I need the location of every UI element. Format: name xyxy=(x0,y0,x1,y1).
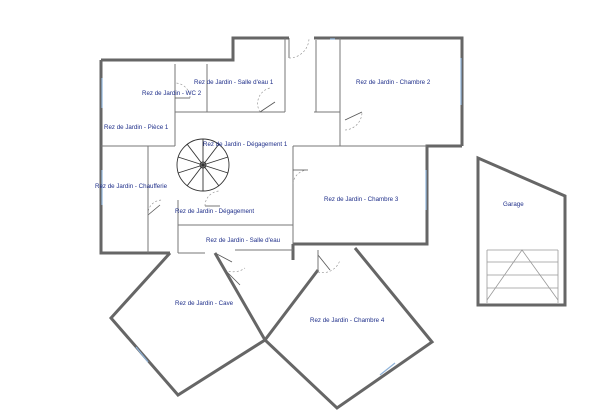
label-chambre4: Rez de Jardin - Chambre 4 xyxy=(310,317,385,324)
label-garage: Garage xyxy=(503,201,524,208)
room-labels: Rez de Jardin - Pièce 1 Rez de Jardin - … xyxy=(95,79,524,324)
exterior-walls xyxy=(99,36,464,260)
label-piece1: Rez de Jardin - Pièce 1 xyxy=(104,124,169,131)
chambre4-walls xyxy=(262,247,435,410)
label-chambre2: Rez de Jardin - Chambre 2 xyxy=(356,79,431,86)
cave-walls xyxy=(108,251,268,397)
label-degagement1: Rez de Jardin - Dégagement 1 xyxy=(203,141,288,148)
windows xyxy=(101,38,462,210)
label-degagement: Rez de Jardin - Dégagement xyxy=(175,208,254,215)
label-wc2: Rez de Jardin - WC 2 xyxy=(142,90,202,97)
label-salle-eau1: Rez de Jardin - Salle d'eau 1 xyxy=(194,79,274,86)
doors xyxy=(147,37,363,286)
garage-walls xyxy=(476,155,567,307)
interior-walls xyxy=(101,38,427,254)
spiral-staircase xyxy=(176,138,230,192)
label-salle-eau: Rez de Jardin - Salle d'eau xyxy=(206,237,281,244)
label-chambre3: Rez de Jardin - Chambre 3 xyxy=(324,196,399,203)
label-chaufferie: Rez de Jardin - Chaufferie xyxy=(95,183,168,190)
label-cave: Rez de Jardin - Cave xyxy=(175,300,234,307)
